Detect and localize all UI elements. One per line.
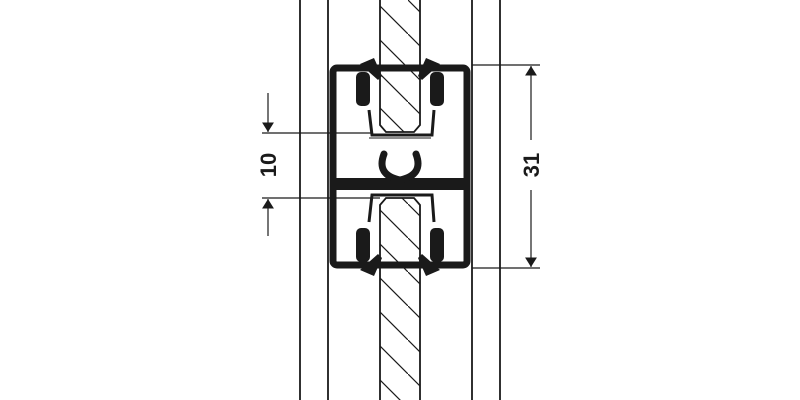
lip-top-right (418, 58, 440, 80)
lip-bottom-left (360, 254, 382, 276)
gasket-bottom-left (356, 228, 370, 262)
lip-bottom-right (418, 254, 440, 276)
dimension-label-31: 31 (519, 153, 544, 177)
frame-lines (299, 0, 501, 400)
gasket-top-left (356, 72, 370, 106)
lip-top-left (360, 58, 382, 80)
dimension-31 (472, 64, 540, 269)
dimension-10 (262, 93, 380, 236)
glass-bottom (379, 197, 421, 400)
profile-web (330, 178, 470, 190)
aluminium-profile (329, 64, 471, 269)
gasket-top-right (430, 72, 444, 106)
gaskets (356, 58, 444, 276)
gasket-bottom-right (430, 228, 444, 262)
dimension-label-10: 10 (256, 153, 281, 177)
